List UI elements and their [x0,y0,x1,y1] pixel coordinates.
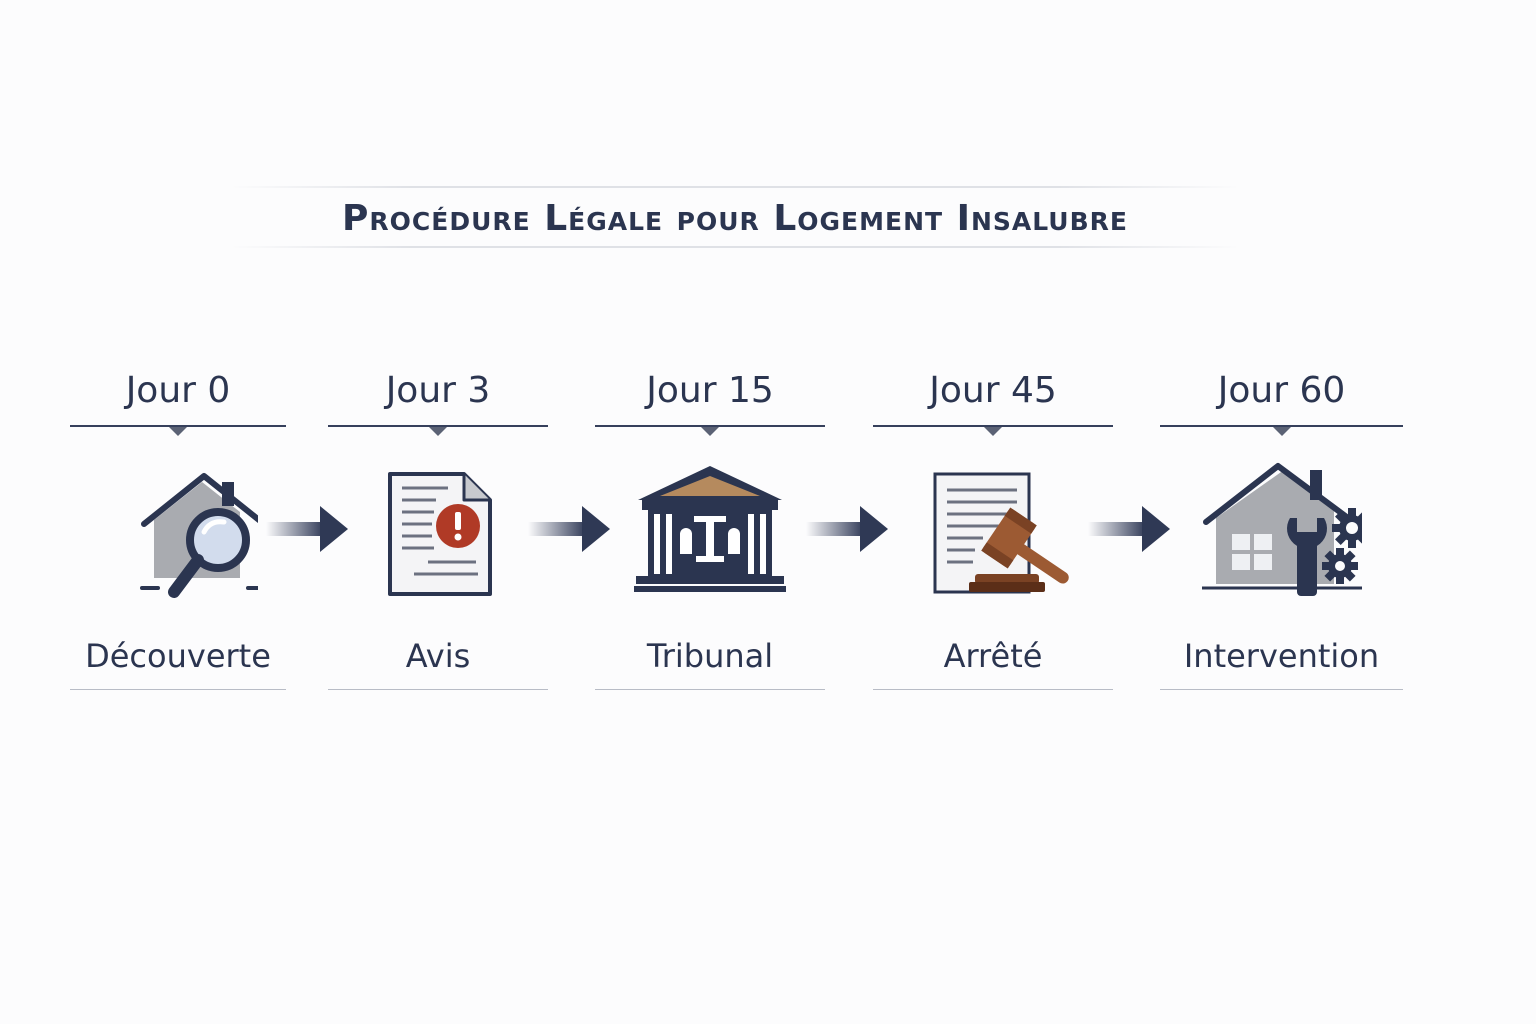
timeline-step-intervention: Jour 60 [1160,360,1403,700]
step-label: Découverte [85,637,271,675]
day-pointer [1272,427,1291,436]
day-pointer [984,427,1002,436]
title-rule-bottom [230,246,1240,248]
day-rule [1160,425,1403,427]
step-label: Arrêté [943,637,1043,675]
step-day: Jour 60 [1217,370,1346,411]
timeline-step-arrete: Jour 45 Arrêté [873,360,1113,700]
arrow-right-icon [266,500,350,558]
step-label: Avis [405,637,471,675]
day-pointer [701,427,719,436]
day-rule [328,425,548,427]
label-rule [595,689,825,690]
title-banner: Procédure Légale pour Logement Insalubre [230,186,1240,248]
label-rule [70,689,286,690]
label-rule [328,689,548,690]
house-magnifier-icon [98,460,282,600]
day-rule [70,425,286,427]
day-rule [595,425,825,427]
timeline-step-tribunal: Jour 15 Tribunal [595,360,825,700]
timeline-step-avis: Jour 3 Avis [328,360,548,700]
step-day: Jour 15 [646,370,774,411]
courthouse-icon [630,460,790,600]
step-label: Intervention [1183,637,1380,675]
house-repair-icon [1201,460,1382,600]
step-day: Jour 0 [125,370,231,411]
day-pointer [429,427,447,436]
day-rule [873,425,1113,427]
arrow-right-icon [528,500,612,558]
arrow-right-icon [806,500,890,558]
arrow-right-icon [1088,500,1172,558]
step-day: Jour 3 [385,370,491,411]
title-rule-top [230,186,1240,188]
decree-gavel-icon [913,460,1073,600]
step-day: Jour 45 [929,370,1057,411]
label-rule [1160,689,1403,690]
timeline-step-decouverte: Jour 0 Découverte [70,360,286,700]
page-title: Procédure Légale pour Logement Insalubre [342,198,1128,239]
label-rule [873,689,1113,690]
document-alert-icon [358,460,518,600]
step-label: Tribunal [646,637,774,675]
day-pointer [169,427,187,436]
